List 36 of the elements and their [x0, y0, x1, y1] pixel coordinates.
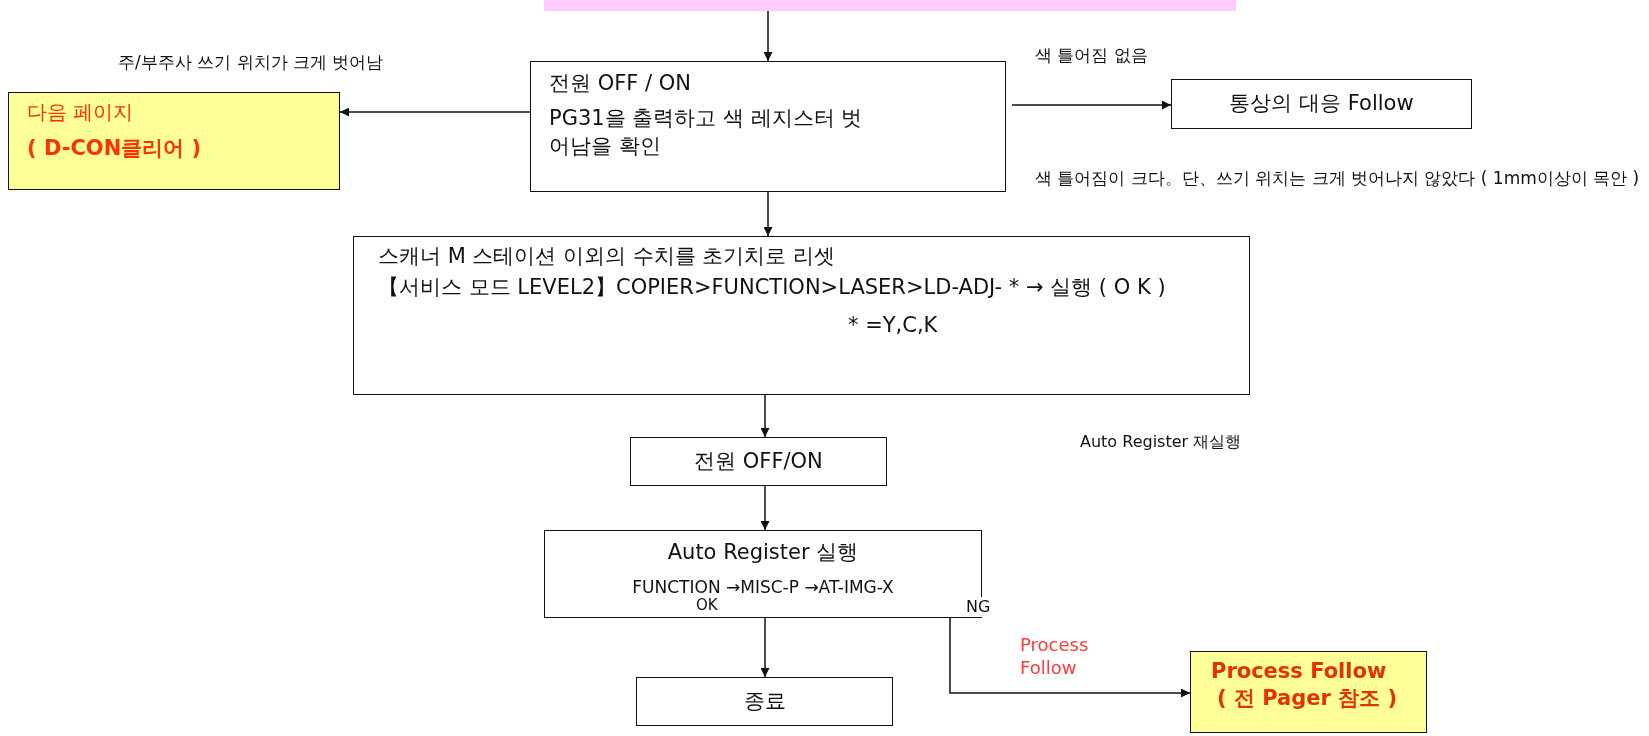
note-text: 색 틀어짐이 크다。단、쓰기 위치는 크게 벗어나지 않았다 ( 1mm이상이 목안 ) — [1035, 168, 1641, 190]
edge-label: 주/부주사 쓰기 위치가 크게 벗어남 — [118, 52, 384, 74]
process-box — [1171, 79, 1472, 129]
arrow — [1011, 100, 1172, 110]
box-heading: 전원 OFF / ON — [549, 70, 693, 97]
box-heading: 다음 페이지 — [27, 99, 135, 125]
note-text: Auto Register 재실행 — [1080, 432, 1242, 452]
arrow — [763, 191, 773, 237]
box-text: FUNCTION →MISC-P →AT-IMG-X — [631, 576, 895, 598]
note-text: Process Follow — [1020, 634, 1090, 679]
reference-box — [8, 92, 340, 190]
process-box — [630, 437, 887, 486]
process-box — [530, 61, 1006, 192]
box-text: ( D-CON클리어 ) — [27, 135, 203, 162]
box-heading: 전원 OFF/ON — [693, 447, 824, 475]
box-text: ( 전 Pager 참조 ) — [1216, 685, 1399, 713]
box-heading: 통상의 대응 Follow — [1228, 90, 1415, 118]
arrow — [339, 107, 531, 117]
box-text: 【서비스 모드 LEVEL2】COPIER>FUNCTION>LASER>LD-ADJ- * → 실행 ( O K ) — [378, 274, 1167, 302]
box-heading: 종료 — [742, 687, 787, 715]
header-bar — [544, 0, 1236, 11]
box-heading: Auto Register 실행 — [666, 539, 860, 566]
arrow — [760, 485, 770, 531]
arrow — [763, 10, 773, 62]
process-box — [353, 236, 1250, 395]
edge-label: 색 틀어짐 없음 — [1035, 45, 1148, 67]
edge-label: NG — [966, 597, 991, 617]
arrow — [760, 394, 770, 438]
end-box — [636, 677, 893, 726]
arrow — [949, 617, 1191, 698]
box-text: * =Y,C,K — [847, 311, 939, 339]
box-text: PG31을 출력하고 색 레지스터 벗어남을 확인 — [549, 105, 864, 160]
reference-box — [1190, 651, 1427, 733]
arrow — [760, 617, 770, 678]
box-heading: 스캐너 M 스테이션 이외의 수치를 초기치로 리셋 — [378, 243, 837, 270]
box-heading: Process Follow — [1211, 658, 1388, 685]
